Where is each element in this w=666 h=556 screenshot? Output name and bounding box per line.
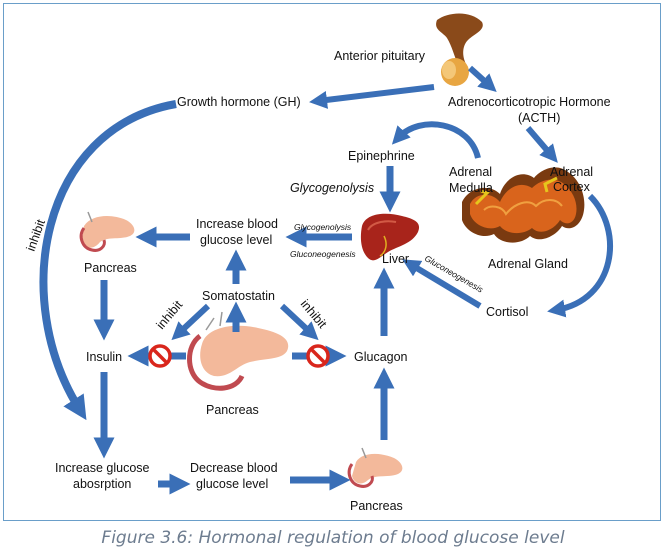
label-adrenal-cortex-1: Adrenal bbox=[550, 165, 593, 179]
label-pancreas-bottom: Pancreas bbox=[350, 499, 403, 513]
label-insulin: Insulin bbox=[86, 350, 122, 364]
label-gluconeogenesis-small: Gluconeogenesis bbox=[290, 249, 356, 259]
pituitary-illustration bbox=[436, 13, 483, 86]
arrow-medulla-to-epinephrine bbox=[391, 121, 481, 159]
label-pancreas-left: Pancreas bbox=[84, 261, 137, 275]
label-increase-absorption-1: Increase glucose bbox=[55, 461, 150, 475]
arrow-pituitary-to-gh bbox=[309, 84, 435, 109]
arrow-inhibit-right bbox=[279, 303, 319, 341]
label-pancreas-center: Pancreas bbox=[206, 403, 259, 417]
label-somatostatin: Somatostatin bbox=[202, 289, 275, 303]
label-decrease-blood-2: glucose level bbox=[196, 477, 268, 491]
diagram-frame bbox=[3, 3, 661, 521]
adrenal-gland-illustration bbox=[462, 167, 585, 243]
label-glucagon: Glucagon bbox=[354, 350, 408, 364]
arrow-cortisol-to-liver bbox=[402, 259, 482, 309]
pancreas-bottom-illustration bbox=[347, 447, 403, 488]
label-adrenal-medulla-2: Medulla bbox=[449, 181, 493, 195]
label-decrease-blood-1: Decrease blood bbox=[190, 461, 278, 475]
label-glycogenolysis-small: Glycogenolysis bbox=[294, 222, 352, 232]
arrow-pituitary-to-acth bbox=[467, 65, 497, 93]
label-glycogenolysis-main: Glycogenolysis bbox=[290, 181, 374, 195]
label-increase-absorption-2: abosrption bbox=[73, 477, 131, 491]
arrow-cortex-to-cortisol bbox=[547, 193, 613, 318]
pancreas-center-illustration bbox=[187, 311, 289, 391]
label-increase-blood-1: Increase blood bbox=[196, 217, 278, 231]
inhibit-sign-left bbox=[148, 344, 172, 368]
label-adrenal-gland: Adrenal Gland bbox=[488, 257, 568, 271]
pancreas-left-illustration bbox=[79, 211, 135, 252]
arrow-acth-to-cortex bbox=[525, 126, 558, 163]
label-cortisol: Cortisol bbox=[486, 305, 528, 319]
label-acth-line1: Adrenocorticotropic Hormone bbox=[448, 95, 611, 109]
label-acth-line2: (ACTH) bbox=[518, 111, 560, 125]
label-adrenal-medulla-1: Adrenal bbox=[449, 165, 492, 179]
figure-caption: Figure 3.6: Hormonal regulation of blood… bbox=[101, 528, 565, 548]
arrow-gh-inhibit-curve bbox=[39, 100, 177, 421]
label-epinephrine: Epinephrine bbox=[348, 149, 415, 163]
arrow-inhibit-left bbox=[171, 303, 211, 341]
liver-illustration bbox=[360, 213, 420, 261]
label-inhibit-left: inhibit bbox=[154, 298, 186, 332]
label-adrenal-cortex-2: Cortex bbox=[553, 180, 591, 194]
inhibit-sign-right bbox=[306, 344, 330, 368]
label-increase-blood-2: glucose level bbox=[200, 233, 272, 247]
label-anterior-pituitary: Anterior pituitary bbox=[334, 49, 426, 63]
arrows bbox=[39, 65, 613, 495]
label-liver: Liver bbox=[382, 252, 409, 266]
label-growth-hormone: Growth hormone (GH) bbox=[177, 95, 301, 109]
